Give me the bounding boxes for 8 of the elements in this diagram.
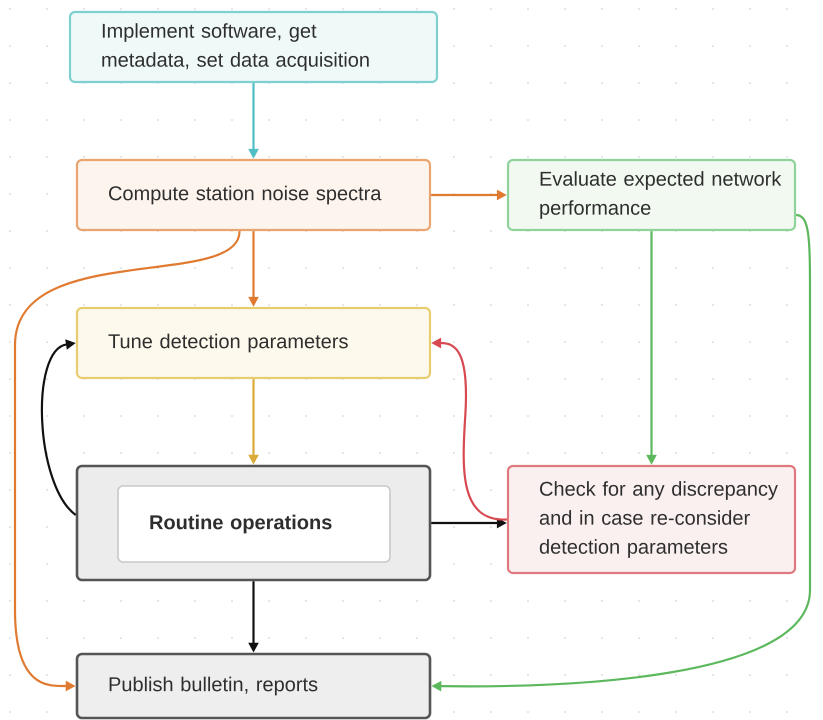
arrow xyxy=(40,339,76,516)
process-box: Evaluate expected network performance xyxy=(506,158,796,232)
process-box: Implement software, get metadata, set data acquisition xyxy=(68,10,438,84)
process-box: Compute station noise spectra xyxy=(76,158,432,232)
process-box: Publish bulletin, reports xyxy=(76,652,432,720)
process-box: Check for any discrepancy and in case re-consider detection parameters xyxy=(506,464,796,574)
process-box: Routine operations xyxy=(117,485,391,563)
process-box: Tune detection parameters xyxy=(76,306,432,380)
